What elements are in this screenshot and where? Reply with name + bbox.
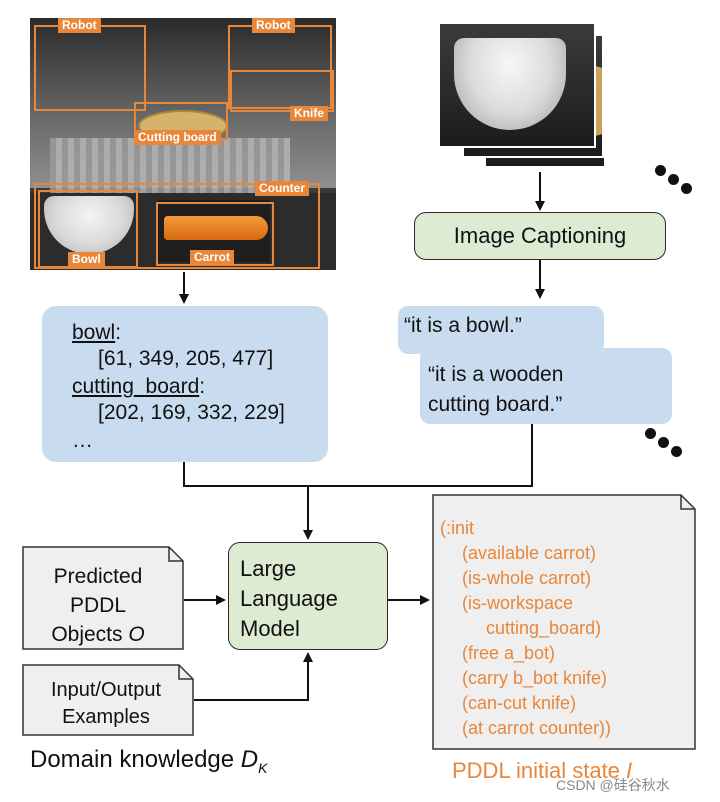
llm-box	[228, 542, 388, 650]
kb-bowl-bbox: [61, 349, 205, 477]	[98, 347, 274, 370]
label-robot-right: Robot	[252, 18, 295, 33]
bbox-bowl	[38, 190, 138, 268]
arrow-examples-to-llm	[194, 652, 313, 701]
pddl-line-whole: (is-whole carrot)	[462, 568, 592, 588]
llm-line2: Language	[240, 586, 338, 611]
kb-bowl-colon: :	[115, 321, 122, 344]
label-counter: Counter	[255, 181, 309, 196]
pddl-state-symbol: I	[626, 758, 633, 783]
domain-knowledge-caption: Domain knowledge DK	[30, 744, 267, 784]
scene-photo: Robot Robot Knife Cutting board Counter …	[30, 18, 336, 270]
llm-line1: Large	[240, 556, 297, 581]
predicted-objects-line1: Predicted	[53, 565, 143, 588]
stacked-image-front	[438, 22, 596, 148]
bowl-photo	[454, 38, 566, 130]
domain-subscript: K	[258, 759, 268, 776]
pddl-line-carry: (carry b_bot knife)	[462, 668, 608, 688]
image-captioning-box	[414, 212, 666, 260]
examples-line2: Examples	[62, 706, 150, 728]
kb-line-bowl: bowl:	[72, 318, 121, 348]
kb-board-name: cutting_board	[72, 375, 200, 398]
kb-board-bbox: [202, 169, 332, 229]	[98, 401, 285, 424]
pddl-line-workspace: (is-workspace	[462, 593, 574, 613]
label-carrot: Carrot	[190, 250, 235, 265]
caption-bubble-board	[420, 348, 672, 424]
caption-text-bowl: “it is a bowl.”	[404, 314, 522, 337]
bbox-counter	[34, 183, 320, 269]
caption-text-board-2: cutting board.”	[428, 393, 563, 416]
carrot-object	[164, 216, 268, 240]
kb-board-colon: :	[199, 375, 206, 398]
kb-line-board: cutting_board:	[72, 372, 205, 402]
bbox-carrot	[156, 202, 274, 266]
kb-bowl-name: bowl	[72, 321, 116, 344]
domain-knowledge-box	[42, 306, 328, 462]
pddl-line-init: (:init	[440, 518, 475, 538]
image-captioning-label: Image Captioning	[453, 223, 627, 248]
caption-text-board-1: “it is a wooden	[428, 363, 564, 386]
connector-knowledge-captions	[183, 424, 533, 487]
predicted-objects-text: Objects	[51, 623, 129, 646]
label-robot-left: Robot	[58, 18, 101, 33]
pddl-line-free: (free a_bot)	[462, 643, 556, 663]
predicted-objects-doc	[22, 546, 184, 650]
pddl-line-cutting-board: cutting_board)	[486, 618, 602, 638]
examples-line1: Input/Output	[50, 679, 162, 701]
pddl-state-text: PDDL initial state	[452, 758, 627, 783]
label-bowl: Bowl	[68, 252, 105, 267]
label-knife: Knife	[290, 106, 328, 121]
pddl-line-at: (at carrot counter))	[462, 718, 612, 738]
pddl-line-can-cut: (can-cut knife)	[462, 693, 577, 713]
label-cutting-board: Cutting board	[134, 130, 221, 145]
examples-doc	[22, 664, 194, 736]
predicted-objects-line2: PDDL	[69, 594, 127, 617]
domain-symbol: D	[240, 746, 259, 773]
watermark: CSDN @硅谷秋水	[556, 777, 670, 793]
caption-bubble-bowl	[398, 306, 604, 354]
bbox-knife	[230, 70, 334, 112]
domain-knowledge-text: Domain knowledge	[30, 746, 241, 773]
pddl-state-doc	[432, 494, 696, 750]
objects-symbol: O	[128, 623, 145, 646]
llm-line3: Model	[240, 616, 300, 641]
pddl-line-available: (available carrot)	[462, 543, 597, 563]
predicted-objects-line3: Objects O	[22, 620, 174, 649]
pddl-state-caption: PDDL initial state I	[452, 756, 632, 786]
kb-ellipsis: …	[72, 429, 93, 452]
